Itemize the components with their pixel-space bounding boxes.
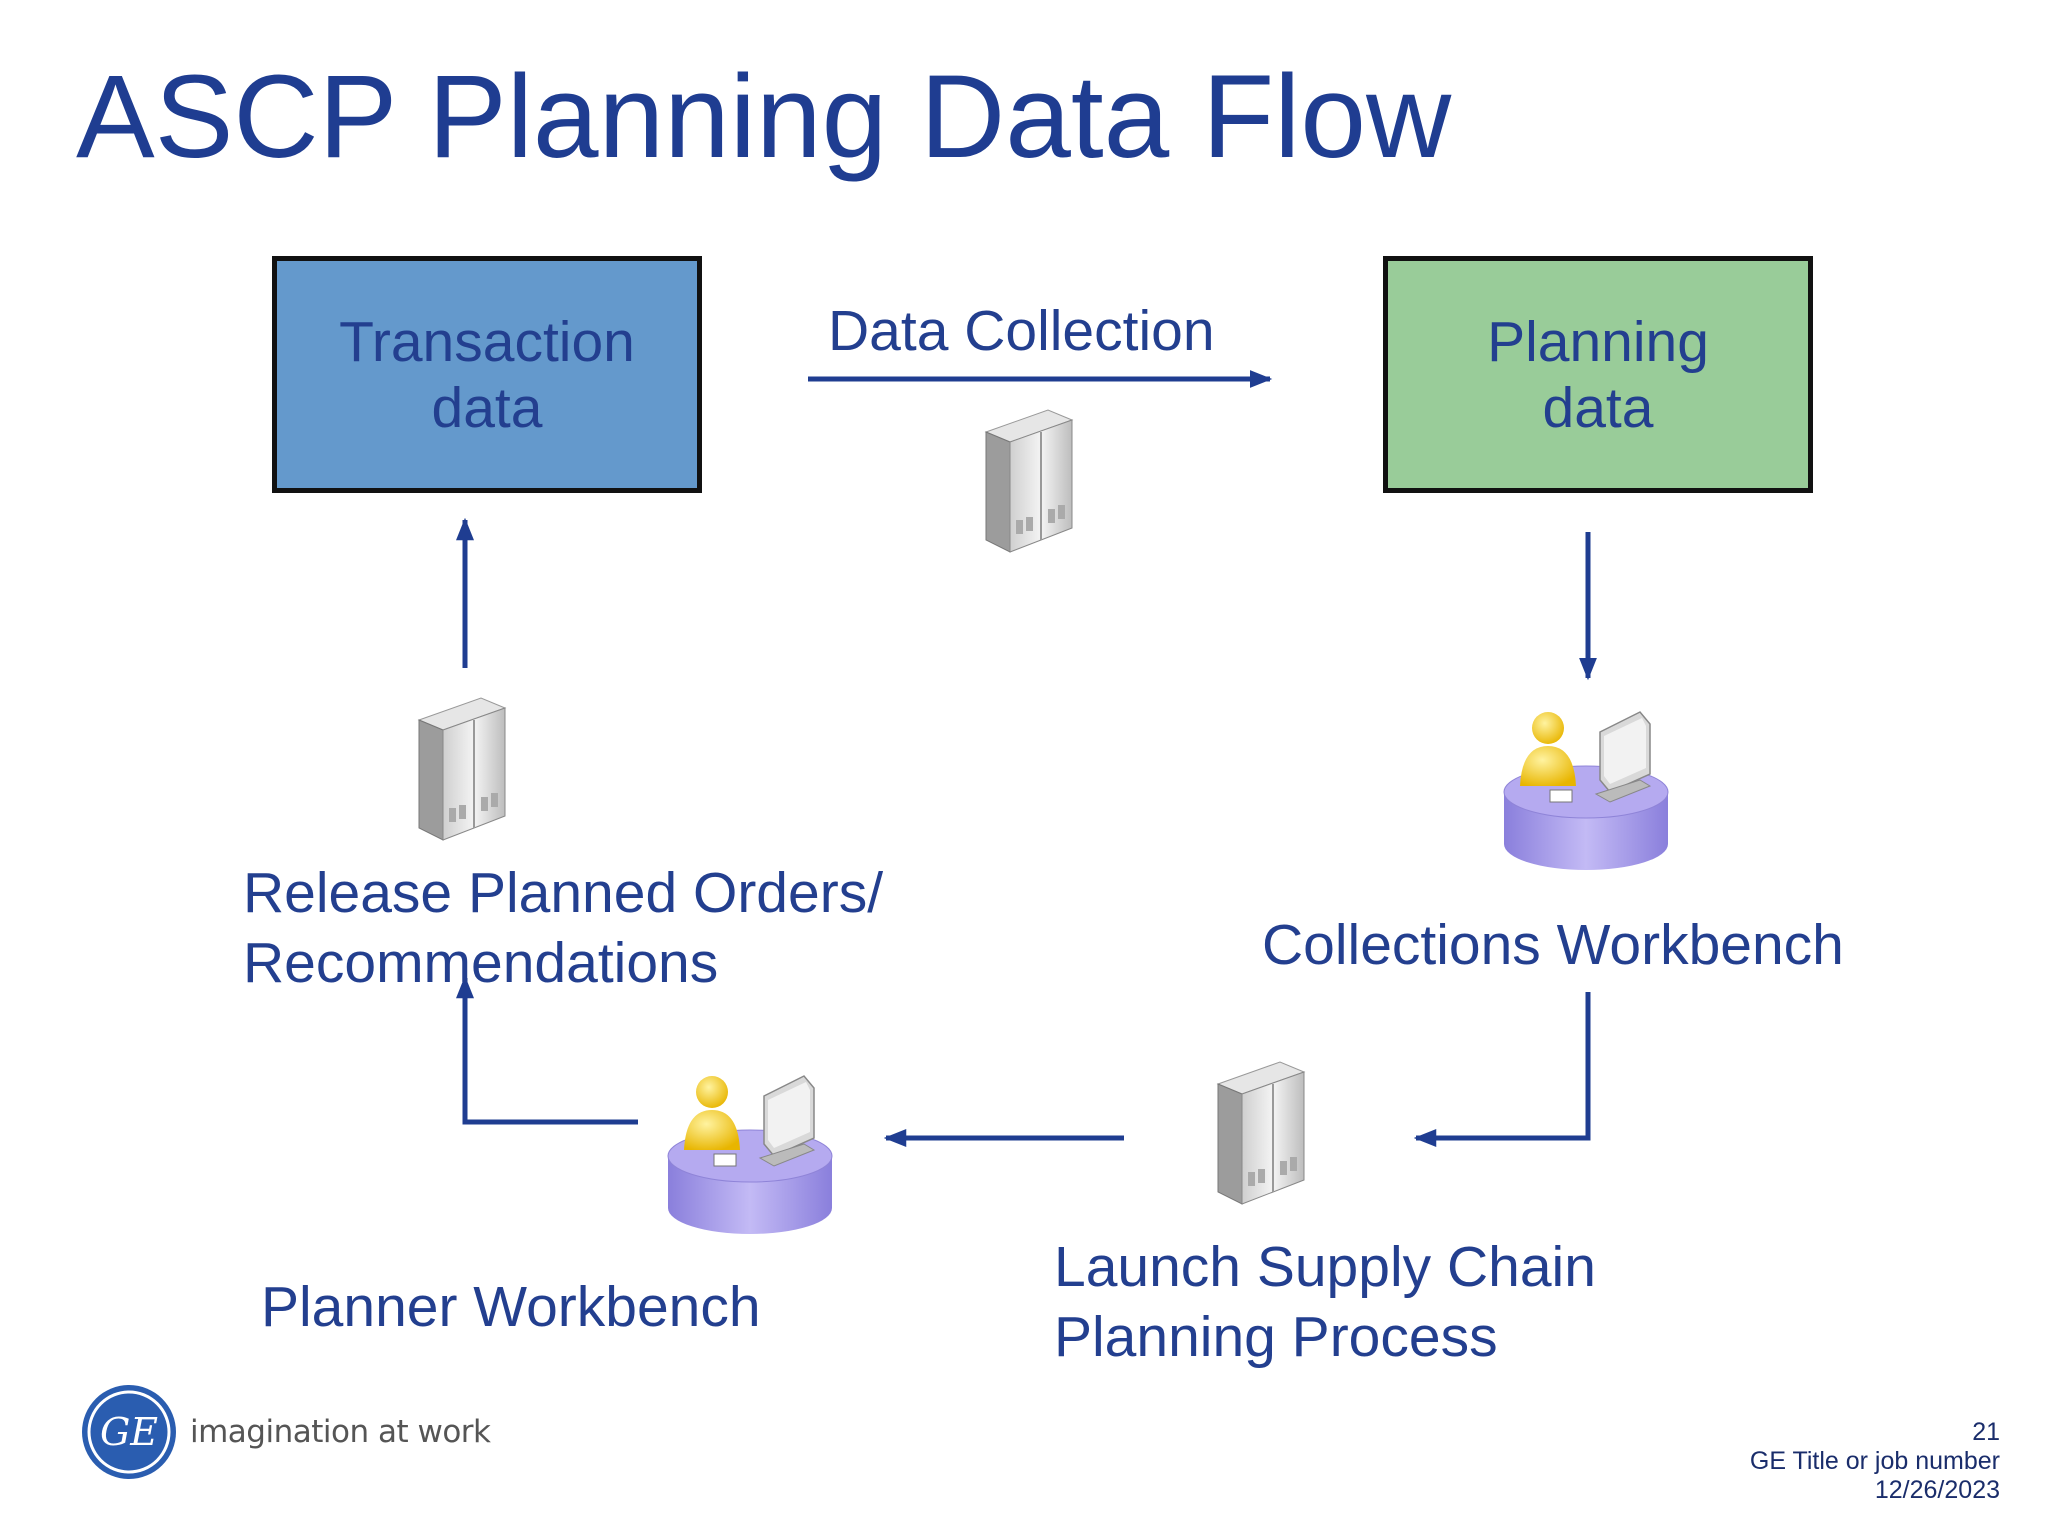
footer-meta: 21 GE Title or job number 12/26/2023 (1750, 1418, 2000, 1505)
launch-supply-chain-label: Launch Supply Chain Planning Process (1054, 1232, 1596, 1372)
release-label-line1: Release Planned Orders/ (243, 861, 884, 925)
collections-workbench-label: Collections Workbench (1262, 913, 1844, 977)
data-collection-label: Data Collection (828, 299, 1215, 363)
transaction-data-label-line1: Transaction (339, 309, 635, 374)
arrow-collections-to-launch (1413, 992, 1591, 1147)
launch-label-line2: Planning Process (1054, 1305, 1498, 1369)
slide-title: ASCP Planning Data Flow (76, 51, 1452, 183)
ge-logo-icon: GE (82, 1385, 176, 1479)
server-icon (1216, 1061, 1306, 1205)
launch-label-line1: Launch Supply Chain (1054, 1235, 1596, 1299)
arrow-planner-to-release (456, 975, 638, 1125)
planning-data-label-line1: Planning (1487, 309, 1709, 374)
planner-workbench-label: Planner Workbench (261, 1275, 761, 1339)
transaction-data-label-line2: data (431, 375, 543, 440)
ge-logo-text: GE (100, 1410, 158, 1454)
user-at-computer-icon (1503, 711, 1669, 870)
release-planned-orders-label: Release Planned Orders/ Recommendations (243, 858, 883, 998)
planning-data-label-line2: data (1542, 375, 1654, 440)
server-icon (417, 697, 507, 841)
transaction-data-box: Transaction data (272, 256, 702, 493)
page-number: 21 (1972, 1418, 2000, 1446)
server-icon (984, 409, 1074, 553)
ge-tagline: imagination at work (190, 1414, 491, 1450)
footer-date: 12/26/2023 (1874, 1476, 2000, 1504)
planning-data-box: Planning data (1383, 256, 1813, 493)
job-title: GE Title or job number (1749, 1447, 2000, 1475)
user-at-computer-icon (667, 1075, 833, 1234)
ge-logo: GE imagination at work (80, 1383, 491, 1481)
release-label-line2: Recommendations (243, 931, 719, 995)
